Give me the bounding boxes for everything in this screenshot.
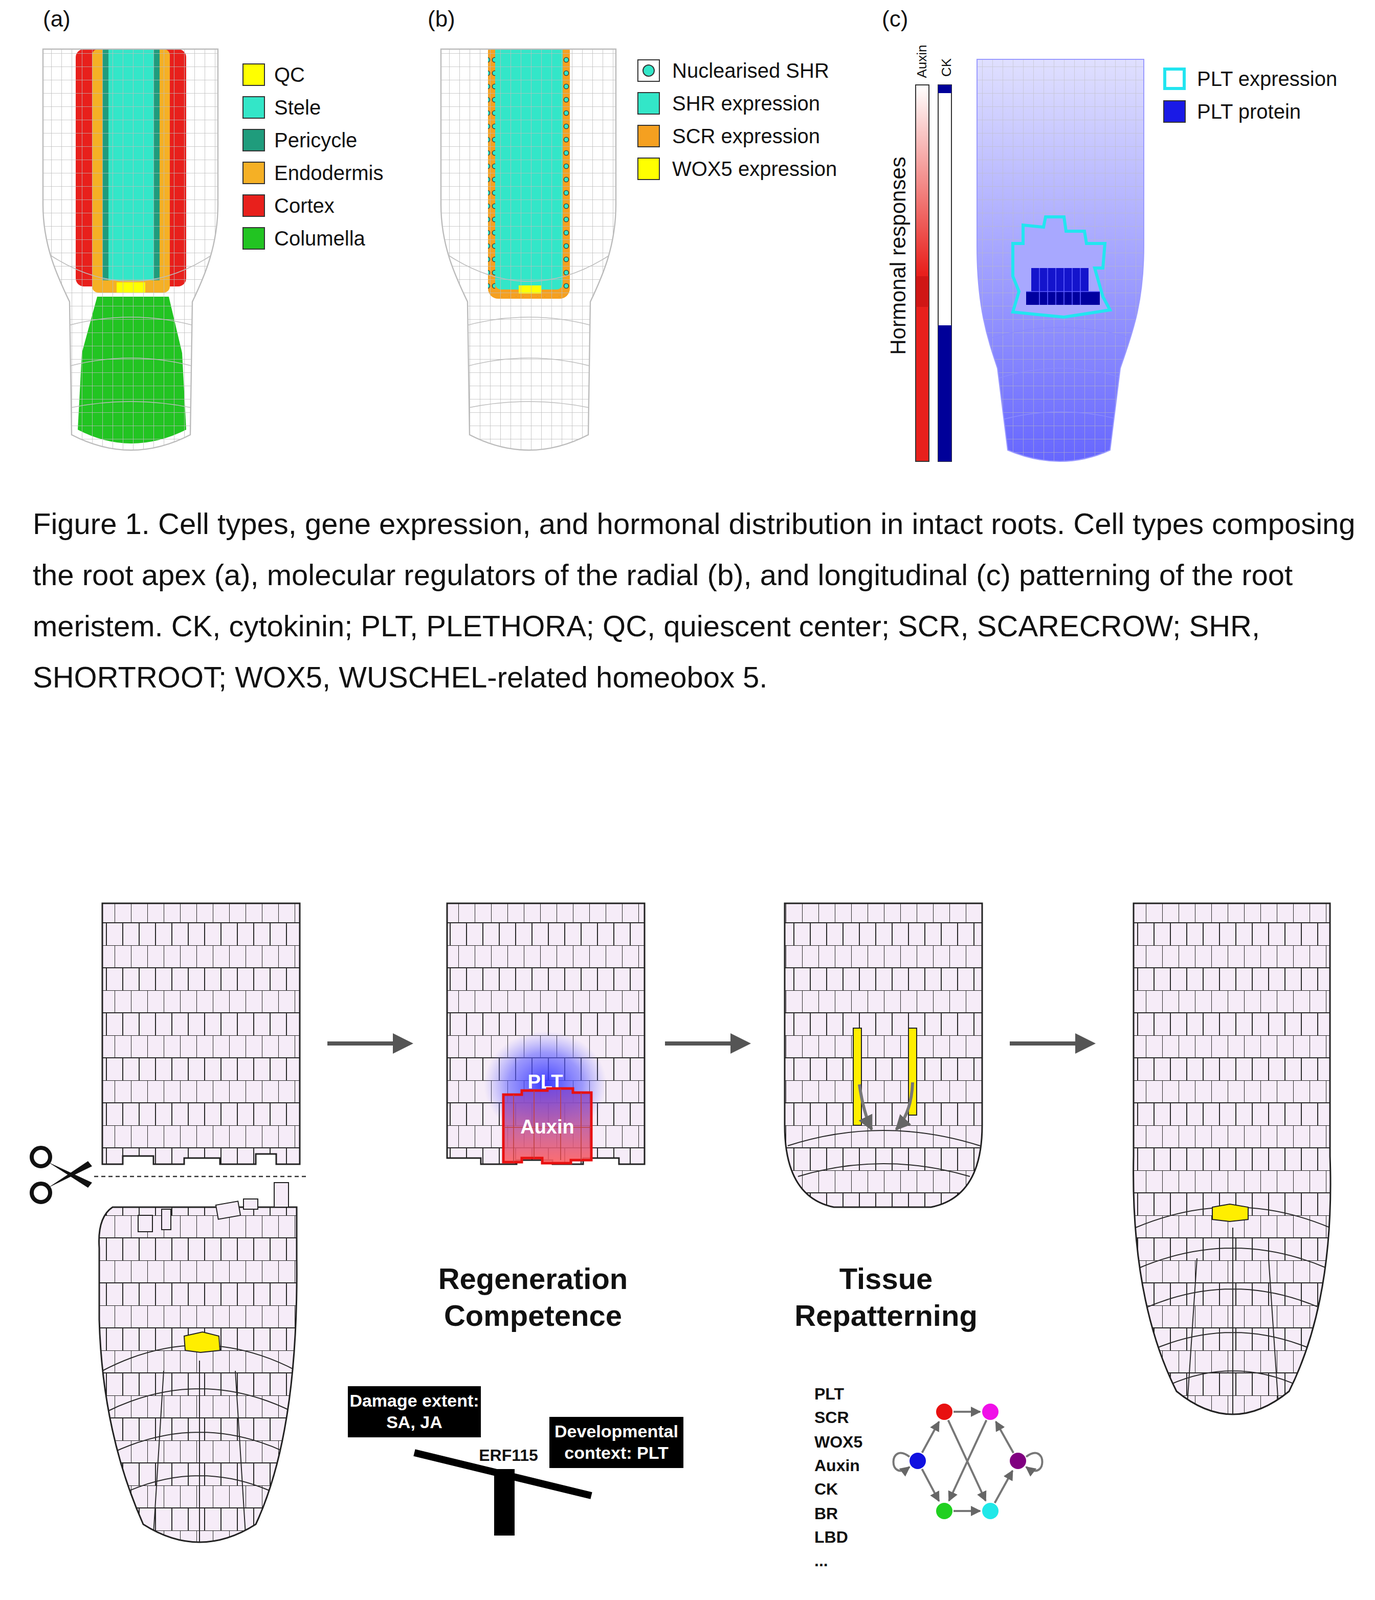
label-box: Damage extent: SA, JA (347, 1386, 481, 1438)
legend-text: PLT protein (1196, 99, 1301, 124)
cut-root-stage (92, 903, 307, 1566)
legend-swatch (637, 124, 660, 148)
auxin-outline-path (503, 1088, 592, 1164)
annotation-label: Regeneration Competence (415, 1260, 651, 1335)
annotation-label: Hormonal responses (885, 156, 911, 356)
legend-swatch (242, 96, 265, 119)
regenerated-root (1125, 900, 1341, 1433)
regulator-name: PLT (814, 1385, 845, 1404)
panel-label: (c) (881, 6, 908, 33)
legend-swatch (242, 63, 265, 86)
legend-swatch (242, 161, 265, 185)
legend-text: Columella (274, 226, 366, 251)
root-cell-types (42, 49, 218, 469)
regulatory-network (893, 1403, 1043, 1520)
competence-stage (447, 903, 645, 1165)
legend-text: Cortex (274, 193, 335, 218)
legend-text: Endodermis (274, 160, 384, 186)
panel-label: (b) (427, 6, 456, 33)
legend-text: PLT expression (1196, 66, 1338, 92)
legend-text: Nuclearised SHR (672, 58, 830, 83)
regulator-name: CK (814, 1480, 838, 1499)
legend-swatch (242, 194, 265, 217)
legend-swatch (242, 227, 265, 250)
hormone-bars (915, 84, 952, 462)
auxin-region: Auxin (501, 1086, 594, 1165)
root-radial-regulators (440, 40, 616, 469)
legend-swatch (1163, 100, 1186, 123)
legend-swatch (637, 92, 660, 115)
regulator-name: WOX5 (814, 1432, 863, 1452)
regulator-name: Auxin (814, 1456, 860, 1476)
legend-text: Stele (274, 95, 321, 120)
panel-label: (a) (42, 6, 71, 33)
regulator-name: LBD (814, 1528, 849, 1547)
node-text: Developmental context: PLT (549, 1421, 684, 1465)
annotation-label: Tissue Repatterning (773, 1260, 999, 1335)
auxin-cell-walls (503, 1088, 592, 1163)
legend-swatch (637, 59, 660, 82)
annotation-label: ERF115 (478, 1446, 539, 1466)
legend-swatch (637, 157, 660, 181)
regulator-name: ... (814, 1551, 829, 1571)
figure-caption: Figure 1. Cell types, gene expression, a… (32, 498, 1363, 703)
root-longitudinal-plt (977, 59, 1144, 469)
legend-text: SHR expression (672, 91, 820, 116)
node-text: Auxin (520, 1116, 575, 1139)
legend-swatch (1163, 67, 1186, 91)
annotation-label: Auxin (914, 44, 930, 78)
scissors (31, 1147, 309, 1203)
regulator-name: SCR (814, 1409, 850, 1428)
nucleus-dot (642, 64, 655, 77)
legend-text: Pericycle (274, 127, 358, 153)
label-box: Developmental context: PLT (549, 1416, 684, 1469)
node-text: Damage extent: SA, JA (347, 1390, 481, 1434)
repatterning-stage (777, 900, 988, 1213)
legend-swatch (242, 128, 265, 152)
legend-text: SCR expression (672, 123, 820, 149)
regulator-name: BR (814, 1504, 838, 1523)
annotation-label: CK (938, 58, 955, 77)
legend-text: WOX5 expression (672, 156, 837, 182)
legend-text: QC (274, 62, 305, 87)
